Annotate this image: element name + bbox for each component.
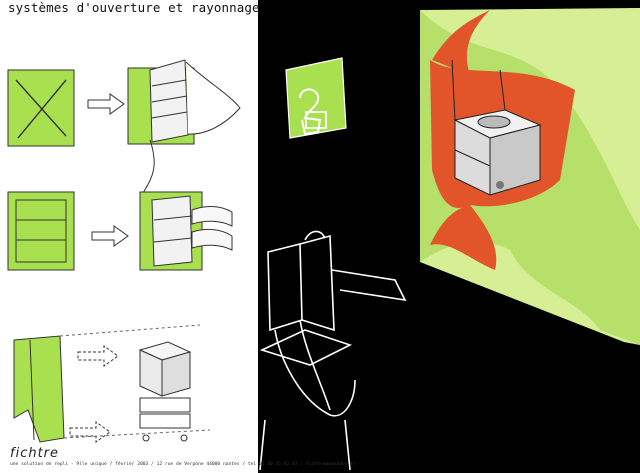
open-x-door <box>7 59 241 196</box>
page-title: systèmes d'ouverture et rayonnage <box>8 0 260 15</box>
shelf-door <box>7 191 233 271</box>
frame-sketch <box>259 230 407 471</box>
rolling-cabinet <box>13 324 211 443</box>
brand-logo: fichtre <box>10 446 60 461</box>
cabinet-photo <box>420 8 640 345</box>
lock-sketch <box>285 57 347 139</box>
frame-panel <box>258 200 376 380</box>
credits-line: une solution de repli - 9lle unique / fé… <box>10 462 356 467</box>
